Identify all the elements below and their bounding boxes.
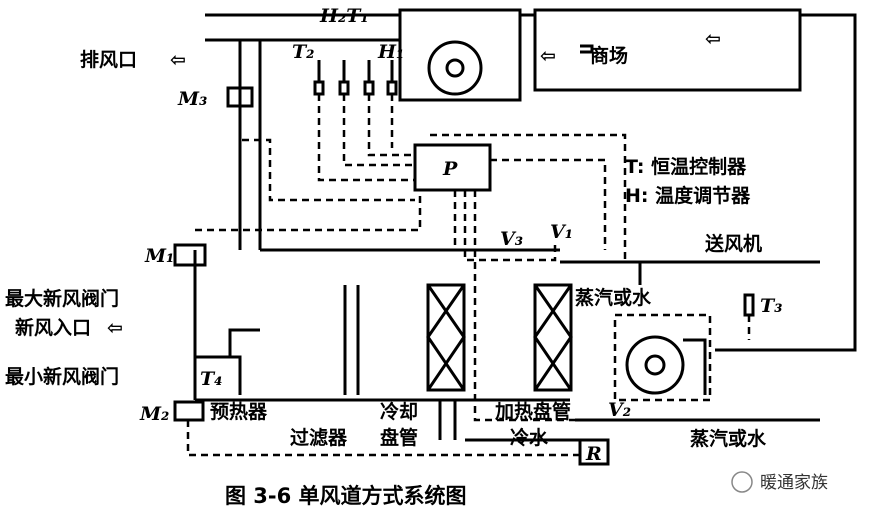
max-fresh-damper-label: 最大新风阀门 (5, 287, 119, 310)
preheater-valve (195, 328, 260, 395)
supply-fan-label: 送风机 (705, 232, 762, 255)
m1-label: M₁ (144, 245, 174, 267)
legend-h: H: 温度调节器 (625, 184, 751, 207)
arrow-left-icon: ⇦ (170, 49, 186, 71)
h1-label: H₁ (377, 41, 404, 63)
mall-box (533, 8, 802, 92)
preheater-label: 预热器 (210, 400, 268, 423)
min-fresh-damper-label: 最小新风阀门 (5, 365, 119, 388)
t4-label: T₄ (200, 368, 222, 390)
m2-label: M₂ (139, 403, 169, 425)
t3-label: T₃ (760, 295, 782, 317)
heating-coil (533, 283, 573, 392)
sensors (313, 60, 398, 96)
heating-coil-label: 加热盘管 (494, 400, 571, 423)
exhaust-outlet-label: 排风口 (80, 48, 137, 71)
arrow-left-icon: ⇦ (107, 317, 123, 339)
filter (343, 285, 360, 395)
steam-or-water-bottom-label: 蒸汽或水 (690, 427, 767, 450)
p-controller-box (413, 143, 492, 192)
supply-fan-box (613, 313, 712, 402)
watermark-icon (731, 471, 753, 493)
return-fan-icon (427, 40, 483, 96)
supply-pipe (560, 260, 820, 285)
steam-or-water-top-label: 蒸汽或水 (575, 286, 652, 309)
m1-damper-motor (173, 243, 207, 267)
cooling-coil-label-1: 冷却 (380, 400, 418, 423)
cold-water-label: 冷水 (510, 426, 549, 449)
supply-fan-icon (625, 335, 685, 395)
arrow-left-icon: ⇦ (540, 45, 556, 67)
m2-damper-motor (173, 400, 205, 422)
arrow-left-icon: ⇦ (705, 28, 721, 50)
cooling-coil (426, 283, 466, 392)
mall-label: 商场 (590, 44, 628, 67)
m3-label: M₃ (177, 88, 207, 110)
filter-label: 过滤器 (290, 427, 348, 449)
figure-caption: 图 3-6 单风道方式系统图 (225, 484, 467, 508)
cooling-coil-label-2: 盘管 (380, 426, 418, 449)
v3-label: V₃ (500, 228, 523, 250)
v2-label: V₂ (608, 399, 631, 421)
t2-label: T₂ (292, 41, 314, 63)
legend-t: T: 恒温控制器 (625, 155, 747, 178)
duct-lines (193, 13, 857, 440)
return-fan-box (398, 8, 522, 102)
p-label: P (442, 158, 458, 180)
r-label: R (585, 443, 602, 465)
t3-sensor (743, 293, 755, 317)
fresh-inlet-label: 新风入口 (15, 316, 91, 339)
v1-label: V₁ (550, 221, 573, 243)
h2t1-label: H₂T₁ (319, 5, 369, 27)
r-box (578, 438, 610, 466)
watermark: 暖通家族 (760, 473, 828, 493)
